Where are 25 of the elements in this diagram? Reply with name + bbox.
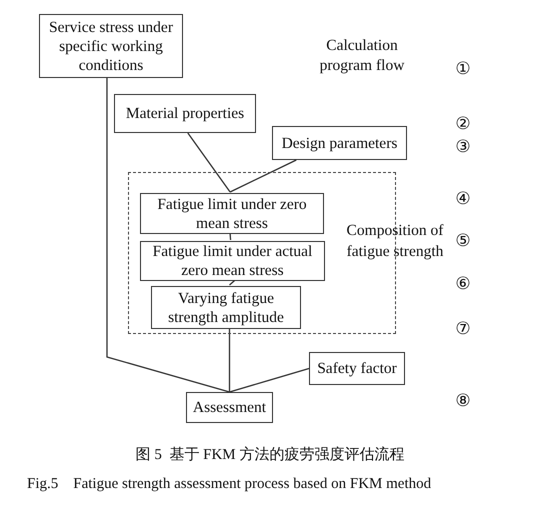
connector-line (187, 132, 231, 192)
step-number: ⑤ (454, 231, 472, 251)
step-number: ① (454, 59, 472, 79)
group-label: Composition of fatigue strength (346, 221, 444, 262)
step-number: ② (454, 114, 472, 134)
process-box: Safety factor (309, 352, 405, 385)
process-box: Service stress under specific working conditions (39, 14, 183, 78)
process-box: Design parameters (272, 126, 407, 160)
connector-line (228, 328, 230, 392)
step-number: ④ (454, 189, 472, 209)
process-box: Fatigue limit under actual zero mean stress (140, 241, 325, 281)
step-number: ⑧ (454, 391, 472, 411)
figure-caption: 图 5 基于 FKM 方法的疲劳强度评估流程 (134, 445, 406, 465)
step-number: ③ (454, 137, 472, 157)
process-box: Fatigue limit under zero mean stress (140, 193, 324, 234)
process-box: Material properties (114, 94, 256, 133)
process-box: Varying fatigue strength amplitude (151, 286, 301, 329)
process-box: Assessment (186, 392, 273, 423)
connector-line (230, 159, 297, 193)
step-number: ⑥ (454, 274, 472, 294)
annotation-text: Calculation program flow (318, 36, 406, 76)
step-number: ⑦ (454, 319, 472, 339)
connector-line (106, 78, 230, 393)
connector-line (229, 368, 310, 393)
figure-caption: Fig.5 Fatigue strength assessment process based on FKM method (27, 475, 432, 494)
